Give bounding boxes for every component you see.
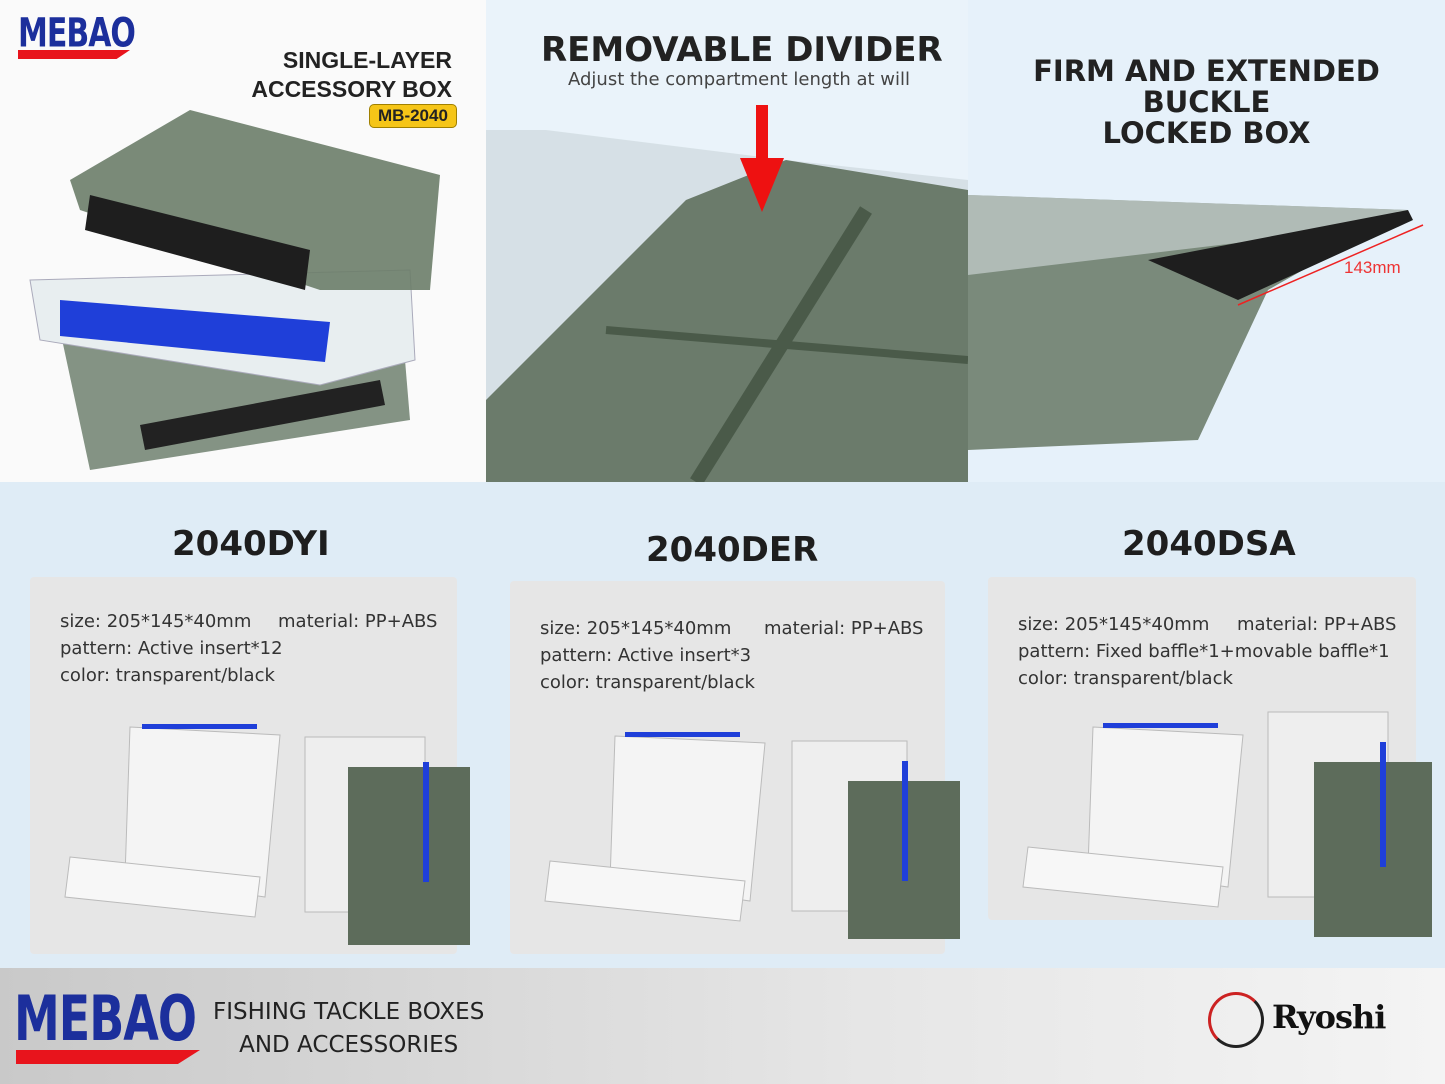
panel-single-layer-box: MEBAO SINGLE-LAYER ACCESSORY BOX MB-2040 — [0, 0, 486, 482]
product-image — [1022, 711, 1432, 937]
spec-pattern: pattern: Fixed baffle*1+movable baffle*1 — [1018, 641, 1390, 662]
partner-logo: Ryoshi — [1272, 998, 1386, 1036]
model-name: 2040DER — [646, 530, 819, 570]
buckle-title-line1: FIRM AND EXTENDED BUCKLE — [1033, 54, 1380, 119]
tagline-line1: FISHING TACKLE BOXES — [213, 999, 485, 1025]
product-image — [64, 724, 470, 945]
product-image — [544, 732, 960, 939]
model-card: size: 205*145*40mm material: PP+ABS patt… — [510, 581, 960, 954]
panel-removable-divider: REMOVABLE DIVIDER Adjust the compartment… — [486, 0, 968, 482]
divider-subtitle: Adjust the compartment length at will — [568, 69, 911, 90]
buckle-box-image — [968, 195, 1424, 450]
spec-material: material: PP+ABS — [278, 611, 438, 632]
spec-pattern: pattern: Active insert*12 — [60, 638, 283, 659]
koi-emblem-icon — [1208, 992, 1264, 1048]
spec-size: size: 205*145*40mm — [1018, 614, 1210, 635]
brand-logo: MEBAO — [18, 10, 136, 58]
spec-pattern: pattern: Active insert*3 — [540, 645, 752, 666]
footer-brand-logo: MEBAO — [14, 982, 197, 1055]
buckle-title-line2: LOCKED BOX — [1102, 116, 1311, 150]
divider-image — [486, 105, 968, 482]
title-line1: SINGLE-LAYER — [282, 47, 452, 73]
footer-logo-bar — [16, 1050, 200, 1064]
divider-title: REMOVABLE DIVIDER — [541, 30, 943, 70]
spec-material: material: PP+ABS — [1237, 614, 1397, 635]
spec-size: size: 205*145*40mm — [60, 611, 252, 632]
model-badge: MB-2040 — [369, 104, 457, 128]
tagline-line2: AND ACCESSORIES — [239, 1032, 459, 1058]
title-line2: ACCESSORY BOX — [251, 76, 452, 102]
footer: MEBAO FISHING TACKLE BOXES AND ACCESSORI… — [0, 968, 1445, 1084]
model-name: 2040DSA — [1122, 524, 1296, 564]
stacked-boxes-image — [29, 110, 440, 470]
model-name: 2040DYI — [172, 524, 330, 564]
spec-material: material: PP+ABS — [764, 618, 924, 639]
spec-color: color: transparent/black — [60, 665, 275, 686]
spec-color: color: transparent/black — [540, 672, 755, 693]
panel-buckle-lock: FIRM AND EXTENDED BUCKLE LOCKED BOX 143m… — [968, 0, 1445, 482]
model-card: size: 205*145*40mm material: PP+ABS patt… — [988, 577, 1432, 937]
dimension-label: 143mm — [1344, 258, 1401, 277]
logo-bar — [18, 50, 130, 59]
spec-color: color: transparent/black — [1018, 668, 1233, 689]
spec-size: size: 205*145*40mm — [540, 618, 732, 639]
model-card: size: 205*145*40mm material: PP+ABS patt… — [30, 577, 470, 954]
